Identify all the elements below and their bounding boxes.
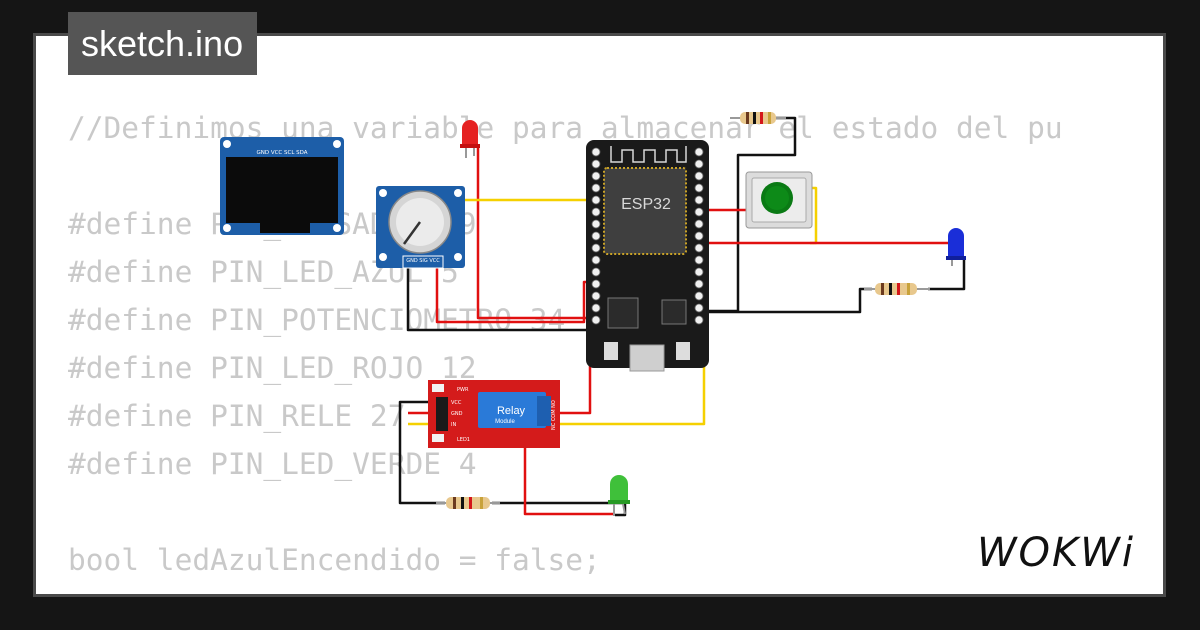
potentiometer[interactable]: GND SIG VCC xyxy=(376,186,465,269)
code-line: #define PIN_LED_VERDE 4 xyxy=(68,447,477,481)
esp32-board[interactable]: ESP32 xyxy=(586,140,709,372)
code-line: #define PIN_POTENCIOMETRO 34 xyxy=(68,303,566,337)
code-line: //Definimos una variable para almacenar … xyxy=(68,111,1063,145)
relay-vcc-label: VCC xyxy=(451,400,462,406)
relay-gnd-label: GND xyxy=(451,411,463,417)
relay-label: Relay xyxy=(497,405,526,417)
wokwi-logo: WOKWi xyxy=(977,530,1135,576)
oled-display[interactable]: GND VCC SCL SDA xyxy=(220,137,344,235)
resistor-top[interactable] xyxy=(730,112,786,124)
file-tab[interactable]: sketch.ino xyxy=(68,12,258,75)
relay-in-label: IN xyxy=(451,422,456,428)
wire-red[interactable] xyxy=(472,144,592,320)
led-red[interactable] xyxy=(460,120,480,158)
wire-black[interactable] xyxy=(928,258,966,291)
pot-pin-labels: GND SIG VCC xyxy=(406,258,440,264)
oled-pin-labels: GND VCC SCL SDA xyxy=(256,150,307,156)
resistor-bottom[interactable] xyxy=(436,497,500,509)
relay-module[interactable]: Relay Module PWR VCC GND IN LED1 NC COM … xyxy=(428,380,560,448)
wokwi-logo-text: WOKWi xyxy=(977,530,1135,576)
relay-led-label: LED1 xyxy=(457,437,470,443)
relay-sub-label: Module xyxy=(495,419,515,425)
resistor-right[interactable] xyxy=(864,283,930,295)
relay-contact-labels: NC COM NO xyxy=(551,400,557,430)
wire-black[interactable] xyxy=(706,287,872,314)
led-green[interactable] xyxy=(608,475,630,516)
wire-red[interactable] xyxy=(435,266,596,324)
relay-pwr-label: PWR xyxy=(457,387,469,393)
code-line: int estadoAnteriorPulsador = 0; xyxy=(68,584,1063,594)
wire-black[interactable] xyxy=(398,400,445,505)
led-blue[interactable] xyxy=(946,228,966,266)
push-button[interactable] xyxy=(745,171,813,229)
code-line: #define PIN_LED_ROJO 12 xyxy=(68,351,477,385)
esp32-label: ESP32 xyxy=(621,196,671,213)
wire-black[interactable] xyxy=(406,266,592,340)
code-line: bool ledAzulEncendido = false; xyxy=(68,543,601,577)
